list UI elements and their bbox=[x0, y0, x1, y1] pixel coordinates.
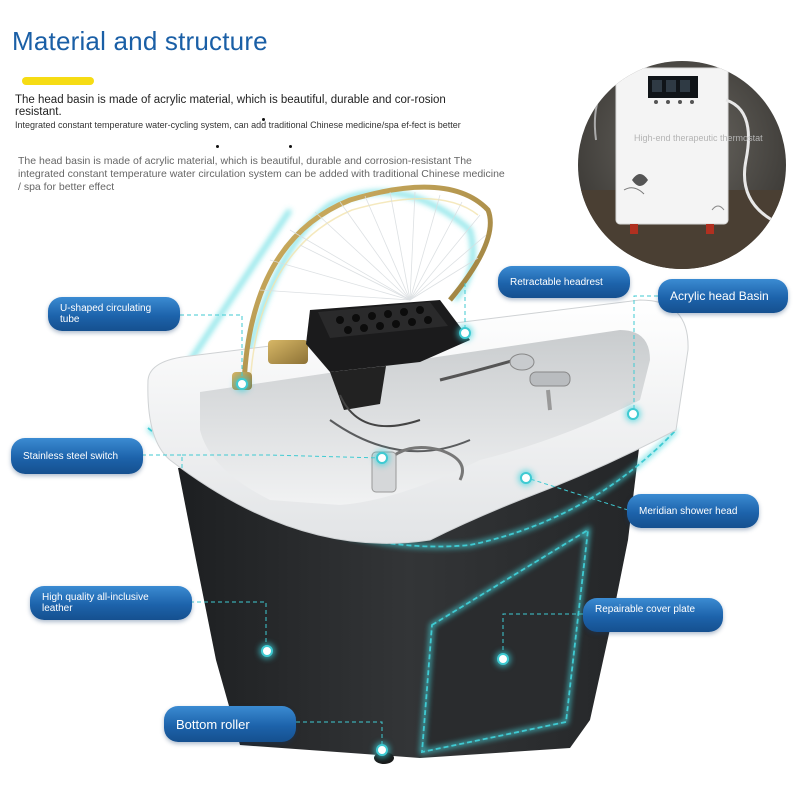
thermostat-photo bbox=[578, 61, 786, 269]
pin-roller bbox=[376, 744, 388, 756]
label-cover-plate: Repairable cover plate bbox=[583, 598, 723, 632]
label-acrylic-basin: Acrylic head Basin bbox=[658, 279, 788, 313]
pin-cover bbox=[497, 653, 509, 665]
stray-dot bbox=[262, 118, 265, 121]
stray-dot bbox=[289, 145, 292, 148]
label-retractable-headrest: Retractable headrest bbox=[498, 266, 630, 298]
label-meridian-shower: Meridian shower head bbox=[627, 494, 759, 528]
description-line-1: The head basin is made of acrylic materi… bbox=[15, 94, 446, 118]
label-u-shaped-tube: U-shaped circulating tube bbox=[48, 297, 180, 331]
u-tube bbox=[232, 184, 493, 390]
description-line-2: Integrated constant temperature water-cy… bbox=[15, 120, 461, 130]
pin-leather bbox=[261, 645, 273, 657]
thermostat-caption: High-end therapeutic thermostat bbox=[634, 133, 763, 143]
pin-shower bbox=[520, 472, 532, 484]
label-leather: High quality all-inclusive leather bbox=[30, 586, 192, 620]
pin-headrest bbox=[459, 327, 471, 339]
pin-u-tube bbox=[236, 378, 248, 390]
title-underline bbox=[22, 77, 94, 85]
label-bottom-roller: Bottom roller bbox=[164, 706, 296, 742]
stray-dot bbox=[216, 145, 219, 148]
pin-acrylic bbox=[627, 408, 639, 420]
page-title: Material and structure bbox=[12, 26, 268, 56]
shower-fixture bbox=[439, 353, 571, 411]
label-stainless-switch: Stainless steel switch bbox=[11, 438, 143, 474]
headrest bbox=[306, 300, 470, 428]
pin-switch bbox=[376, 452, 388, 464]
description-line-3: The head basin is made of acrylic materi… bbox=[18, 155, 505, 193]
